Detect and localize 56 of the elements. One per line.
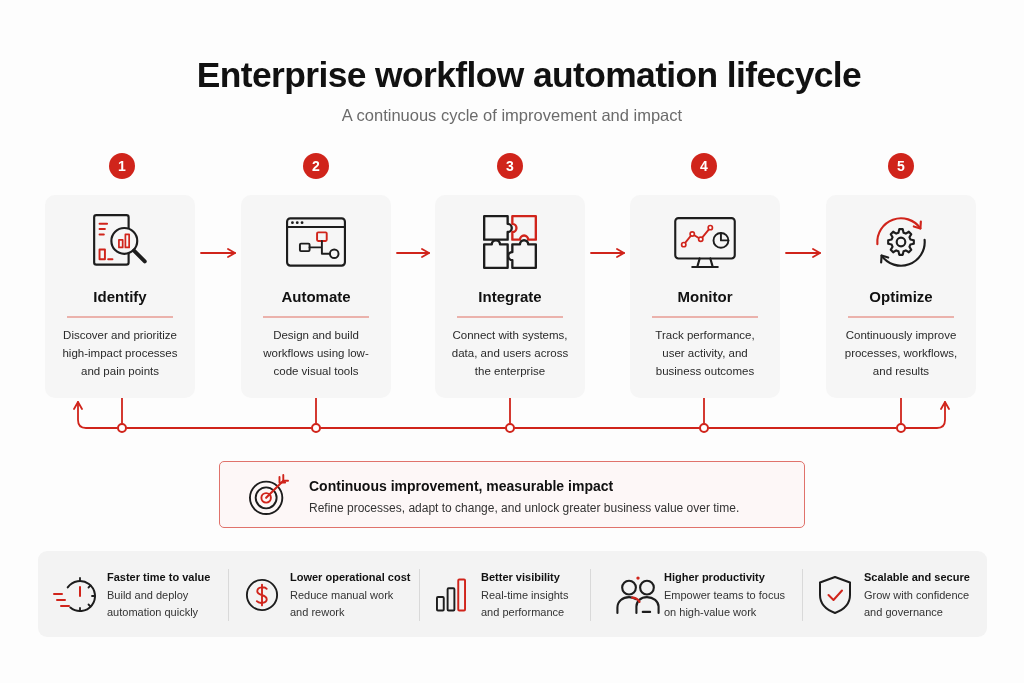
arrow bbox=[396, 248, 430, 258]
step-description: Design and build workflows using low-code visual tools bbox=[262, 327, 370, 379]
step-description: Discover and prioritize high-impact processes and pain points bbox=[61, 327, 179, 379]
step-card bbox=[45, 195, 195, 398]
step-title: Automate bbox=[281, 288, 351, 306]
timeline-dot bbox=[117, 423, 127, 433]
step-title: Monitor bbox=[677, 288, 733, 306]
step-title: Identify bbox=[93, 288, 147, 306]
page-title: Enterprise workflow automation lifecycle bbox=[196, 55, 862, 95]
benefit-title: Scalable and secure bbox=[864, 570, 970, 584]
highlight-callout bbox=[219, 461, 805, 528]
timeline-dot bbox=[699, 423, 709, 433]
benefit-title: Faster time to value bbox=[107, 570, 211, 584]
step-card bbox=[241, 195, 391, 398]
arrow bbox=[200, 248, 236, 258]
step-card bbox=[435, 195, 585, 398]
benefits-panel bbox=[38, 551, 987, 637]
arrow bbox=[73, 401, 118, 429]
timeline-line bbox=[126, 427, 312, 429]
subtitle: A continuous cycle of improvement and impact bbox=[341, 106, 683, 125]
step-card bbox=[630, 195, 780, 398]
timeline-line bbox=[708, 427, 897, 429]
step-card bbox=[826, 195, 976, 398]
arrow bbox=[785, 248, 821, 258]
connector-line bbox=[900, 397, 902, 424]
benefit-description: Grow with confidence and governance bbox=[864, 588, 971, 620]
step-number-badge: 4 bbox=[691, 153, 717, 179]
step-number-badge: 5 bbox=[888, 153, 914, 179]
callout-text: Refine processes, adapt to change, and unlock greater business value over time. bbox=[309, 500, 740, 516]
benefit-title: Lower operational cost bbox=[290, 570, 411, 584]
step-description: Connect with systems, data, and users across the enterprise bbox=[450, 327, 570, 379]
step-description: Track performance, user activity, and business outcomes bbox=[654, 327, 756, 379]
connector-line bbox=[509, 397, 511, 424]
callout-heading: Continuous improvement, measurable impact bbox=[309, 477, 614, 495]
benefit-title: Higher productivity bbox=[664, 570, 765, 584]
step-number-badge: 2 bbox=[303, 153, 329, 179]
timeline-line bbox=[320, 427, 506, 429]
benefit-description: Empower teams to focus on high-value work bbox=[664, 588, 787, 620]
arrow bbox=[590, 248, 625, 258]
step-description: Continuously improve processes, workflows, and results bbox=[843, 327, 959, 379]
timeline-dot bbox=[311, 423, 321, 433]
step-title: Optimize bbox=[869, 288, 933, 306]
benefit-title: Better visibility bbox=[481, 570, 560, 584]
timeline-line bbox=[514, 427, 700, 429]
benefit-description: Real-time insights and performance bbox=[481, 588, 570, 620]
connector-line bbox=[703, 397, 705, 424]
step-number-badge: 1 bbox=[109, 153, 135, 179]
step-number-badge: 3 bbox=[497, 153, 523, 179]
arrow bbox=[905, 401, 950, 429]
connector-line bbox=[315, 397, 317, 424]
timeline-dot bbox=[505, 423, 515, 433]
benefit-description: Build and deploy automation quickly bbox=[107, 588, 200, 620]
step-title: Integrate bbox=[478, 288, 542, 306]
benefit-description: Reduce manual work and rework bbox=[290, 588, 395, 620]
timeline-dot bbox=[896, 423, 906, 433]
connector-line bbox=[121, 397, 123, 424]
